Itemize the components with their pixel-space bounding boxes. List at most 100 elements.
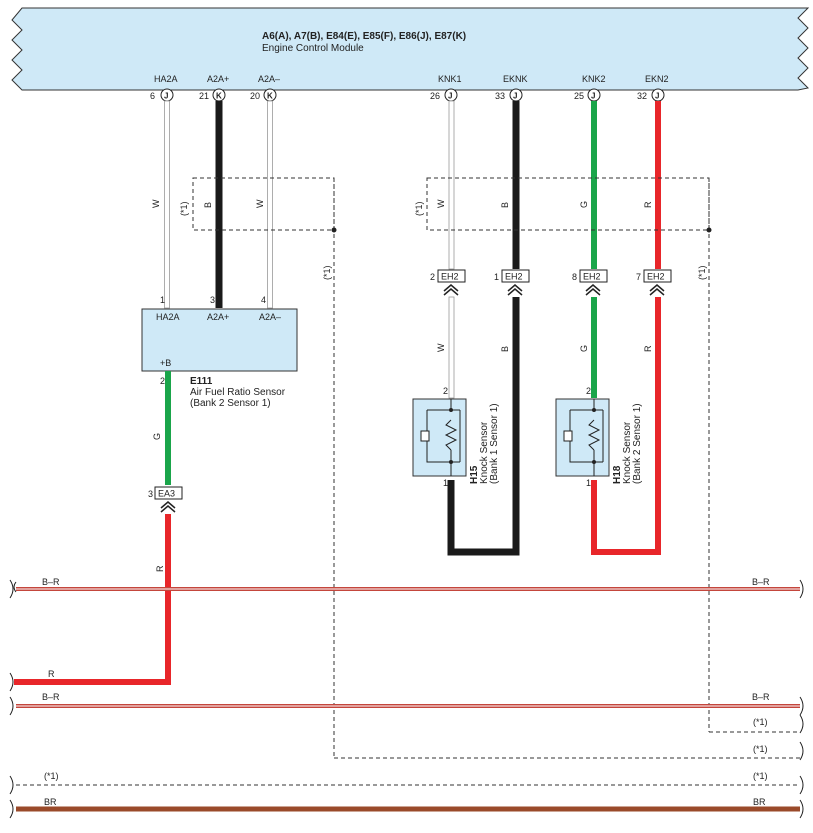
pin-32: 32 [637, 91, 647, 101]
knock1-name: Knock Sensor [479, 421, 490, 484]
pin-33: 33 [495, 91, 505, 101]
bus-r-label: R [48, 669, 55, 679]
terminal-knk2-label: KNK2 [582, 74, 606, 84]
shield-note-left-ground: (*1) [322, 265, 332, 280]
af-label-a2ap: A2A+ [207, 312, 229, 322]
ecm-name: Engine Control Module [262, 43, 364, 54]
wire-color-r: R [155, 565, 165, 572]
terminal-eknk-label: EKNK [503, 74, 528, 84]
eh2-pin-1: 1 [494, 272, 499, 282]
eh2-pin-8: 8 [572, 272, 577, 282]
af-label-plusb: +B [160, 358, 171, 368]
bus-br-2 [9, 696, 804, 716]
conn-letter-j: J [164, 92, 168, 101]
af-pin-4: 4 [261, 295, 266, 305]
knock1-pin-bottom: 1 [443, 478, 448, 488]
conn-letter-j: J [448, 92, 452, 101]
knock-wires-lower [447, 296, 661, 556]
wire-color-b: B [500, 202, 510, 208]
wire-color-w: W [255, 199, 265, 208]
pin-20: 20 [250, 91, 260, 101]
ea3-pin: 3 [148, 489, 153, 499]
pin-26: 26 [430, 91, 440, 101]
shield-bus-rows [9, 714, 804, 795]
bus-brown-label-right: BR [753, 797, 766, 807]
wire-color-w: W [436, 199, 446, 208]
af-sensor-name: Air Fuel Ratio Sensor [190, 387, 286, 398]
eh2-pin-2: 2 [430, 272, 435, 282]
shield-note-right: (*1) [414, 201, 424, 216]
eh2-label: EH2 [441, 272, 459, 282]
af-label-a2am: A2A– [259, 312, 281, 322]
shield-row-3-right: (*1) [753, 771, 768, 781]
eh2-pin-7: 7 [636, 272, 641, 282]
shield-row-3-left: (*1) [44, 771, 59, 781]
af-pin-1: 1 [160, 295, 165, 305]
eh2-label: EH2 [583, 272, 601, 282]
eh2-connectors [437, 269, 672, 296]
bus-brown-label-left: BR [44, 797, 57, 807]
knock2-code: H18 [612, 465, 623, 484]
bus-brown [9, 799, 804, 819]
knock1-code: H15 [469, 465, 480, 484]
pin-6: 6 [150, 91, 155, 101]
wire-color-g: G [579, 201, 589, 208]
wire-red-ea3 [14, 514, 171, 685]
af-sensor-detail: (Bank 2 Sensor 1) [190, 398, 271, 409]
shield-row-2: (*1) [753, 744, 768, 754]
shield-row-1: (*1) [753, 717, 768, 727]
af-label-ha2a: HA2A [156, 312, 180, 322]
terminal-knk1-label: KNK1 [438, 74, 462, 84]
ecm-connector-codes: A6(A), A7(B), E84(E), E85(F), E86(J), E8… [262, 31, 466, 42]
bus-br-1-label-right: B–R [752, 577, 770, 587]
knock1-detail: (Bank 1 Sensor 1) [489, 403, 500, 484]
knock-sensor-2 [555, 398, 610, 477]
terminal-ekn2-label: EKN2 [645, 74, 669, 84]
shield-left [192, 177, 800, 759]
ecm-pin-circles [160, 88, 665, 102]
wire-color-b: B [203, 202, 213, 208]
conn-letter-j: J [513, 92, 517, 101]
pin-25: 25 [574, 91, 584, 101]
ea3-label: EA3 [158, 489, 175, 499]
terminal-a2am-label: A2A– [258, 74, 280, 84]
bus-br-1-label-left: B–R [42, 577, 60, 587]
wire-color-g: G [152, 433, 162, 440]
shield-note-left: (*1) [179, 201, 189, 216]
bus-br-1 [9, 579, 804, 599]
bus-br-2-label-left: B–R [42, 692, 60, 702]
terminal-a2ap-label: A2A+ [207, 74, 229, 84]
shield-note-right-ground: (*1) [697, 265, 707, 280]
conn-letter-j: J [655, 92, 659, 101]
wire-color-r: R [643, 345, 653, 352]
conn-letter-j: J [591, 92, 595, 101]
engine-control-module: A6(A), A7(B), E84(E), E85(F), E86(J), E8… [11, 7, 810, 91]
bus-r [9, 672, 14, 692]
knock1-pin-top: 2 [443, 386, 448, 396]
conn-letter-k: K [267, 92, 273, 101]
eh2-label: EH2 [647, 272, 665, 282]
shield-right [426, 177, 800, 733]
wire-color-w: W [436, 343, 446, 352]
knock2-detail: (Bank 2 Sensor 1) [632, 403, 643, 484]
wire-color-g: G [579, 345, 589, 352]
knock2-name: Knock Sensor [622, 421, 633, 484]
terminal-ha2a-label: HA2A [154, 74, 178, 84]
wire-green-plusb [165, 371, 171, 485]
eh2-label: EH2 [505, 272, 523, 282]
wire-color-r: R [643, 201, 653, 208]
conn-letter-k: K [216, 92, 222, 101]
af-sensor-wires [164, 100, 273, 309]
af-pin-2: 2 [160, 376, 165, 386]
knock-wires-upper [448, 100, 661, 270]
knock2-pin-bottom: 1 [586, 478, 591, 488]
bus-br-2-label-right: B–R [752, 692, 770, 702]
pin-21: 21 [199, 91, 209, 101]
wire-color-b: B [500, 346, 510, 352]
wire-color-w: W [151, 199, 161, 208]
af-sensor-box [141, 308, 298, 372]
af-pin-3: 3 [210, 295, 215, 305]
knock-sensor-1 [412, 398, 467, 477]
knock2-pin-top: 2 [586, 386, 591, 396]
